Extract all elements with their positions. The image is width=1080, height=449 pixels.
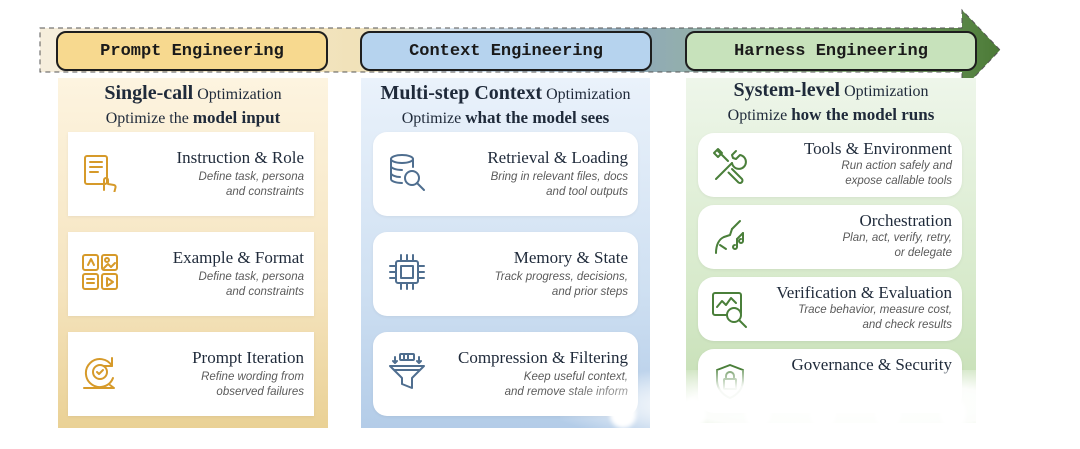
card-title: Prompt Iteration <box>192 348 304 367</box>
card-description: Bring in relevant files, docs and tool o… <box>490 171 628 198</box>
stage-label-harness: Harness Engineering <box>685 31 977 71</box>
subheading-pre: Optimize <box>727 106 792 124</box>
fade-dot <box>810 398 836 428</box>
subheading-bold: how the model runs <box>791 104 935 124</box>
card-description: Define task, persona and constraints <box>198 271 304 298</box>
fade-dot <box>610 398 636 428</box>
context-column: Multi-step Context Optimization Optimize… <box>361 78 650 428</box>
heading-bold: System-level <box>733 79 841 101</box>
subheading-bold: what the model sees <box>465 107 610 127</box>
iteration-cycle-icon <box>83 357 115 389</box>
heading-bold: Multi-step Context <box>380 82 543 104</box>
card-description: Run action safely and expose callable to… <box>841 160 952 187</box>
subheading-pre: Optimize <box>401 109 466 127</box>
prompt-column: Single-call Optimization Optimize the mo… <box>58 78 328 428</box>
prompt-heading: Single-call Optimization Optimize the mo… <box>58 81 328 128</box>
card-tools-environment: Tools & Environment Run action safely an… <box>698 133 962 197</box>
heading-rest: Optimization <box>542 86 631 103</box>
stage-label-context: Context Engineering <box>360 31 652 71</box>
card-verification-evaluation: Verification & Evaluation Trace behavior… <box>698 277 962 341</box>
chart-magnifier-icon <box>712 292 747 328</box>
format-grid-icon <box>82 254 118 290</box>
stage-label-prompt: Prompt Engineering <box>56 31 328 71</box>
card-title: Instruction & Role <box>176 148 304 167</box>
fade-dot <box>875 398 901 428</box>
fade-dot <box>680 398 706 428</box>
harness-heading: System-level Optimization Optimize how t… <box>686 78 976 125</box>
card-retrieval-loading: Retrieval & Loading Bring in relevant fi… <box>373 132 638 216</box>
heading-rest: Optimization <box>193 86 282 103</box>
conductor-icon <box>715 220 744 254</box>
card-title: Compression & Filtering <box>458 348 628 367</box>
card-description: Trace behavior, measure cost, and check … <box>798 304 952 331</box>
card-instruction-role: Instruction & Role Define task, persona … <box>68 132 314 216</box>
subheading-pre: Optimize the <box>105 109 193 127</box>
card-title: Verification & Evaluation <box>776 283 952 302</box>
card-title: Retrieval & Loading <box>487 148 628 167</box>
heading-rest: Optimization <box>840 83 929 100</box>
card-memory-state: Memory & State Track progress, decisions… <box>373 232 638 316</box>
card-example-format: Example & Format Define task, persona an… <box>68 232 314 316</box>
funnel-filter-icon <box>389 353 425 389</box>
card-prompt-iteration: Prompt Iteration Refine wording from obs… <box>68 332 314 416</box>
context-heading: Multi-step Context Optimization Optimize… <box>361 81 650 128</box>
document-hand-icon <box>84 155 117 192</box>
memory-chip-icon <box>389 254 425 290</box>
card-title: Governance & Security <box>791 355 953 374</box>
subheading-bold: model input <box>192 107 281 127</box>
card-title: Example & Format <box>172 248 304 267</box>
card-description: Define task, persona and constraints <box>198 171 304 198</box>
card-description: Plan, act, verify, retry, or delegate <box>842 232 953 259</box>
card-title: Orchestration <box>859 211 952 230</box>
heading-bold: Single-call <box>104 82 194 104</box>
fade-dot <box>745 398 771 428</box>
card-title: Memory & State <box>513 248 628 267</box>
fade-dot <box>940 398 966 428</box>
card-title: Tools & Environment <box>803 139 952 158</box>
card-orchestration: Orchestration Plan, act, verify, retry, … <box>698 205 962 269</box>
database-search-icon <box>390 154 425 191</box>
card-description: Refine wording from observed failures <box>201 371 304 398</box>
card-description: Track progress, decisions, and prior ste… <box>494 271 628 298</box>
tools-wrench-icon <box>713 148 747 184</box>
